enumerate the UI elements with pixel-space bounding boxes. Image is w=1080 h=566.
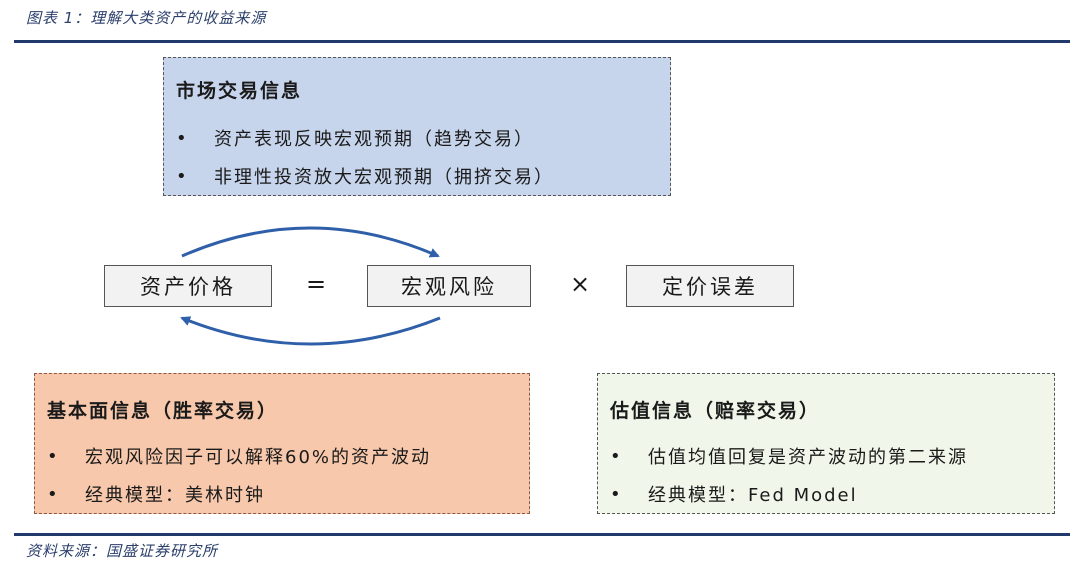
list-item: • 非理性投资放大宏观预期（拥挤交易） [176, 157, 670, 195]
top-rule [14, 40, 1070, 43]
valuation-info-list: • 估值均值回复是资产波动的第二来源 • 经典模型：Fed Model [610, 437, 1054, 513]
list-item: • 经典模型：Fed Model [610, 475, 1054, 513]
times-sign: × [570, 270, 591, 298]
bullet-icon: • [176, 127, 189, 149]
market-info-list: • 资产表现反映宏观预期（趋势交易） • 非理性投资放大宏观预期（拥挤交易） [176, 119, 670, 195]
list-item: • 估值均值回复是资产波动的第二来源 [610, 437, 1054, 475]
list-item-text: 估值均值回复是资产波动的第二来源 [648, 447, 968, 468]
bullet-icon: • [610, 445, 623, 467]
bullet-icon: • [47, 445, 60, 467]
list-item: • 宏观风险因子可以解释60%的资产波动 [47, 437, 529, 475]
forward-arrow [181, 226, 440, 258]
bullet-icon: • [47, 483, 60, 505]
bullet-icon: • [176, 165, 189, 187]
valuation-info-header: 估值信息（赔率交易） [610, 400, 821, 422]
list-item-text: 宏观风险因子可以解释60%的资产波动 [85, 447, 432, 468]
list-item: • 经典模型：美林时钟 [47, 475, 529, 513]
bottom-rule [14, 533, 1070, 536]
asset-price-box: 资产价格 [104, 265, 272, 307]
list-item-text: 资产表现反映宏观预期（趋势交易） [214, 129, 534, 150]
market-info-box: 市场交易信息 • 资产表现反映宏观预期（趋势交易） • 非理性投资放大宏观预期（拥挤… [163, 57, 671, 196]
equals-sign: = [306, 270, 327, 298]
fundamental-info-list: • 宏观风险因子可以解释60%的资产波动 • 经典模型：美林时钟 [47, 437, 529, 513]
fundamental-info-box: 基本面信息（胜率交易） • 宏观风险因子可以解释60%的资产波动 • 经典模型：美林… [34, 373, 530, 514]
fundamental-info-header: 基本面信息（胜率交易） [47, 400, 279, 422]
list-item: • 资产表现反映宏观预期（趋势交易） [176, 119, 670, 157]
list-item-text: 经典模型：美林时钟 [85, 485, 265, 506]
feedback-arrow [180, 316, 441, 346]
list-item-text: 非理性投资放大宏观预期（拥挤交易） [214, 167, 554, 188]
market-info-header: 市场交易信息 [176, 80, 303, 102]
macro-risk-box: 宏观风险 [367, 265, 531, 307]
bullet-icon: • [610, 483, 623, 505]
figure-source: 资料来源：国盛证券研究所 [26, 542, 219, 560]
figure-title: 图表 1：理解大类资产的收益来源 [26, 9, 267, 27]
list-item-text: 经典模型：Fed Model [648, 485, 858, 506]
valuation-info-box: 估值信息（赔率交易） • 估值均值回复是资产波动的第二来源 • 经典模型：Fed M… [597, 373, 1055, 514]
pricing-error-box: 定价误差 [626, 265, 794, 307]
